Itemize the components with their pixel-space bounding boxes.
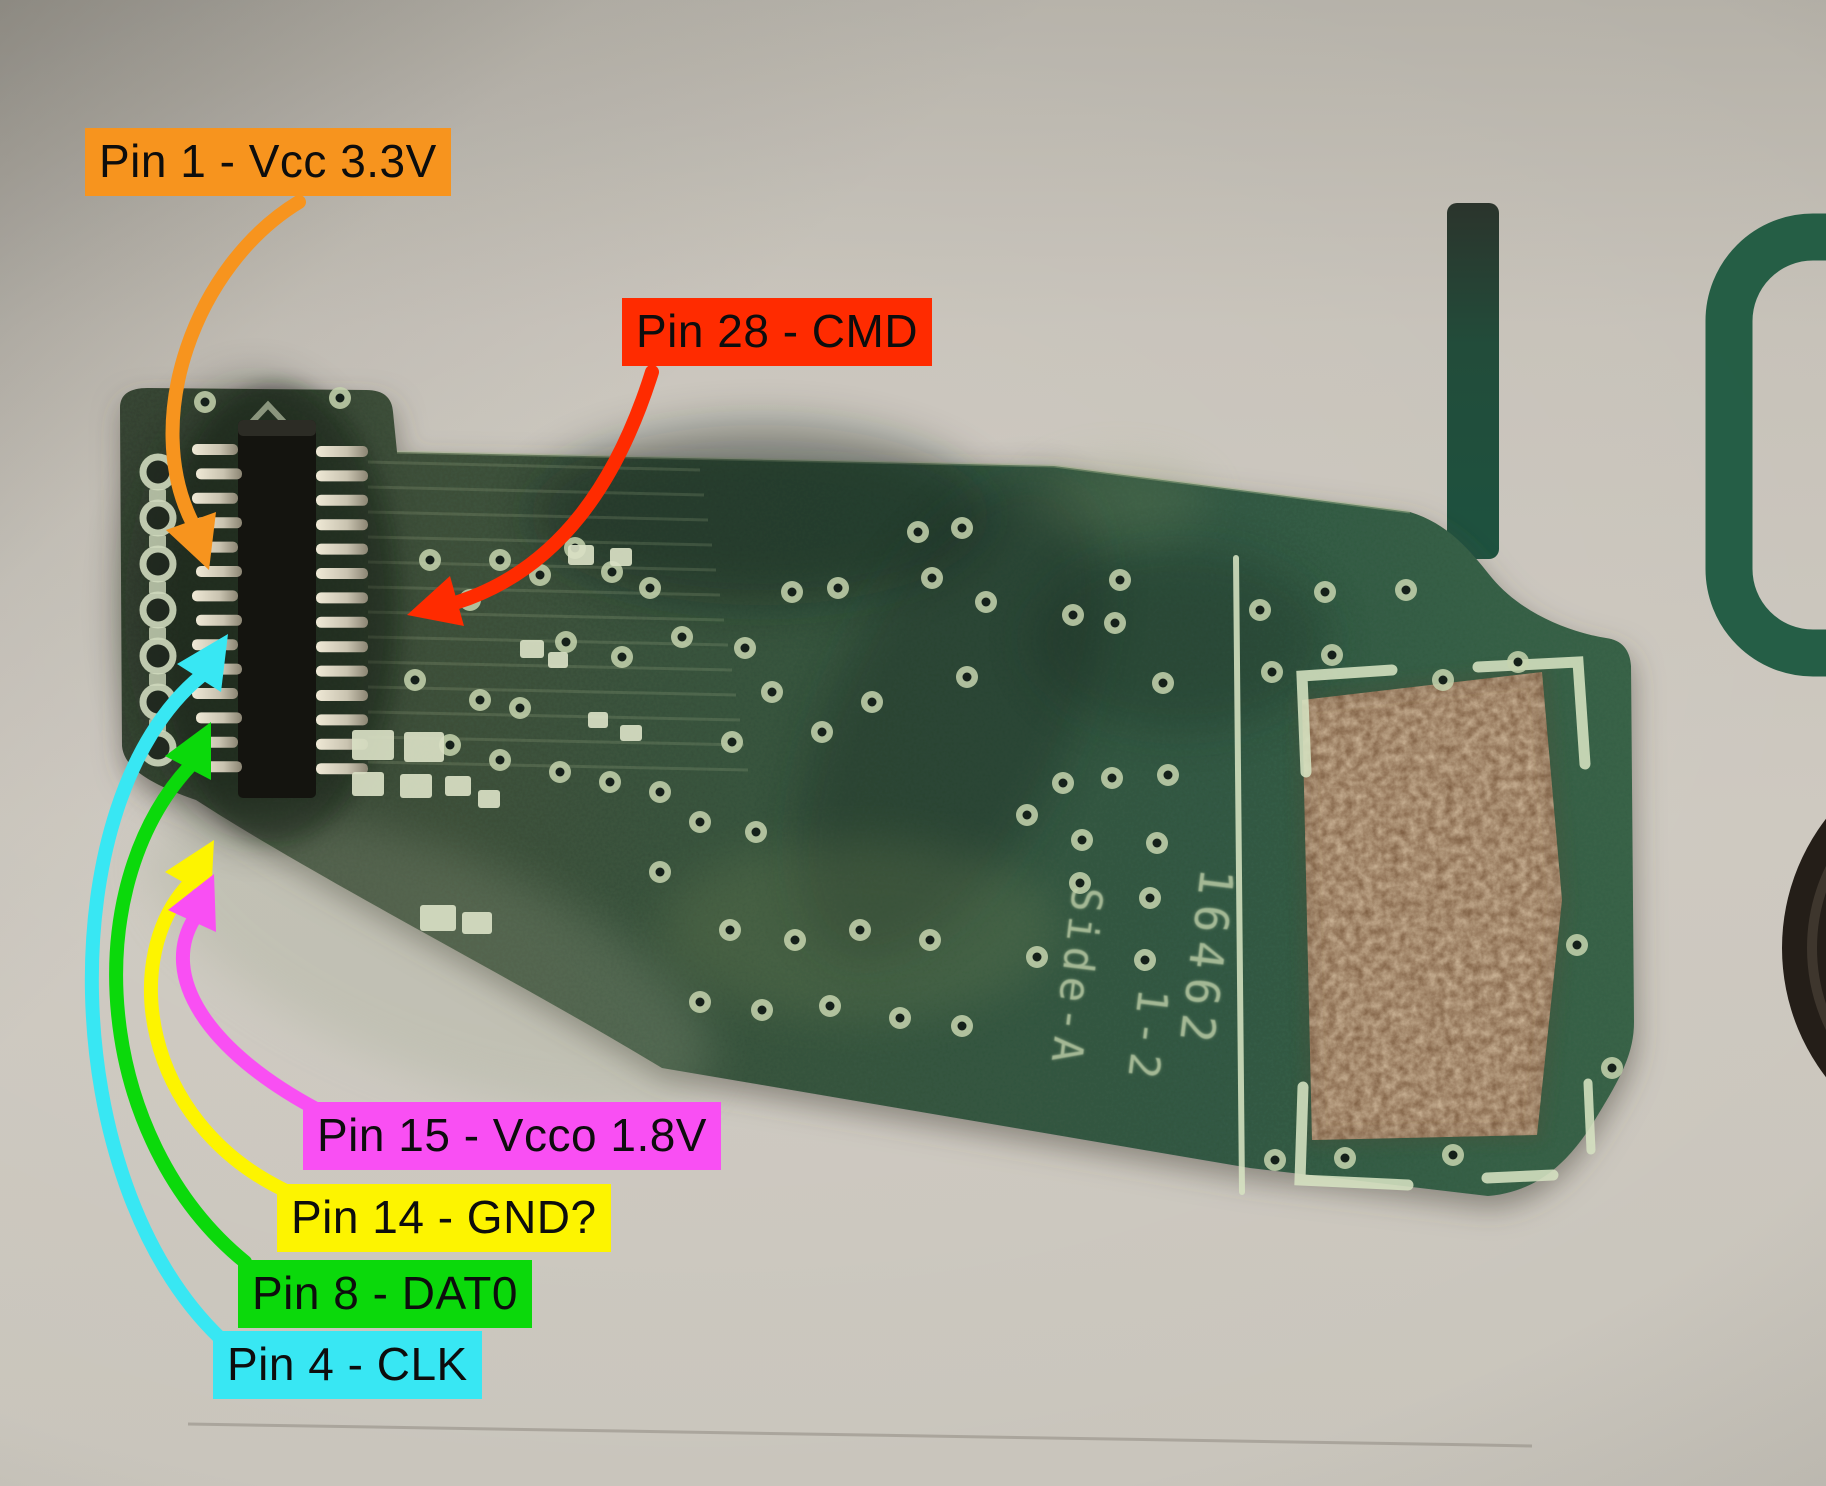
marker-vertical-bar <box>1447 203 1499 559</box>
silk-vertical-line <box>1233 555 1245 1195</box>
annotation-arrows <box>84 195 659 1345</box>
pin-label-cmd: Pin 28 - CMD <box>622 298 933 366</box>
arrow-pin4 <box>84 669 227 1345</box>
arrow-pin14 <box>144 876 291 1197</box>
arrow-pin1 <box>165 195 306 531</box>
smd-pads <box>352 545 642 934</box>
arrowhead-pin4 <box>177 634 228 692</box>
pin-label-vcc: Pin 1 - Vcc 3.3V <box>85 128 451 196</box>
adhesive-fuzz-pad <box>1298 668 1566 1144</box>
pin-label-dat0: Pin 8 - DAT0 <box>238 1260 532 1328</box>
arrowhead-pin15 <box>168 874 216 932</box>
arrow-pin15 <box>175 912 325 1117</box>
ffc-connector-socket <box>238 420 316 798</box>
pin-label-vcco: Pin 15 - Vcco 1.8V <box>303 1102 721 1170</box>
marker-rounded-rect <box>1705 213 1826 677</box>
silk-tick-right <box>1583 1078 1596 1155</box>
dark-disc <box>1782 818 1826 1078</box>
silk-bracket-bottom-right <box>1481 1169 1559 1184</box>
paper-crease-line <box>187 1422 1533 1448</box>
arrowhead-pin1 <box>166 512 216 570</box>
arrow-pin8 <box>109 759 252 1269</box>
pin-label-gnd: Pin 14 - GND? <box>277 1184 611 1252</box>
silk-bracket-bottom-left <box>1294 1081 1414 1191</box>
arrow-pin28 <box>448 365 659 610</box>
arrowhead-pin14 <box>165 840 214 898</box>
arrowhead-pin28 <box>407 576 464 626</box>
connector-pins <box>192 444 368 775</box>
silk-bracket-top-left <box>1296 664 1398 778</box>
arrowhead-pin8 <box>165 722 211 780</box>
pin-label-clk: Pin 4 - CLK <box>213 1331 482 1399</box>
